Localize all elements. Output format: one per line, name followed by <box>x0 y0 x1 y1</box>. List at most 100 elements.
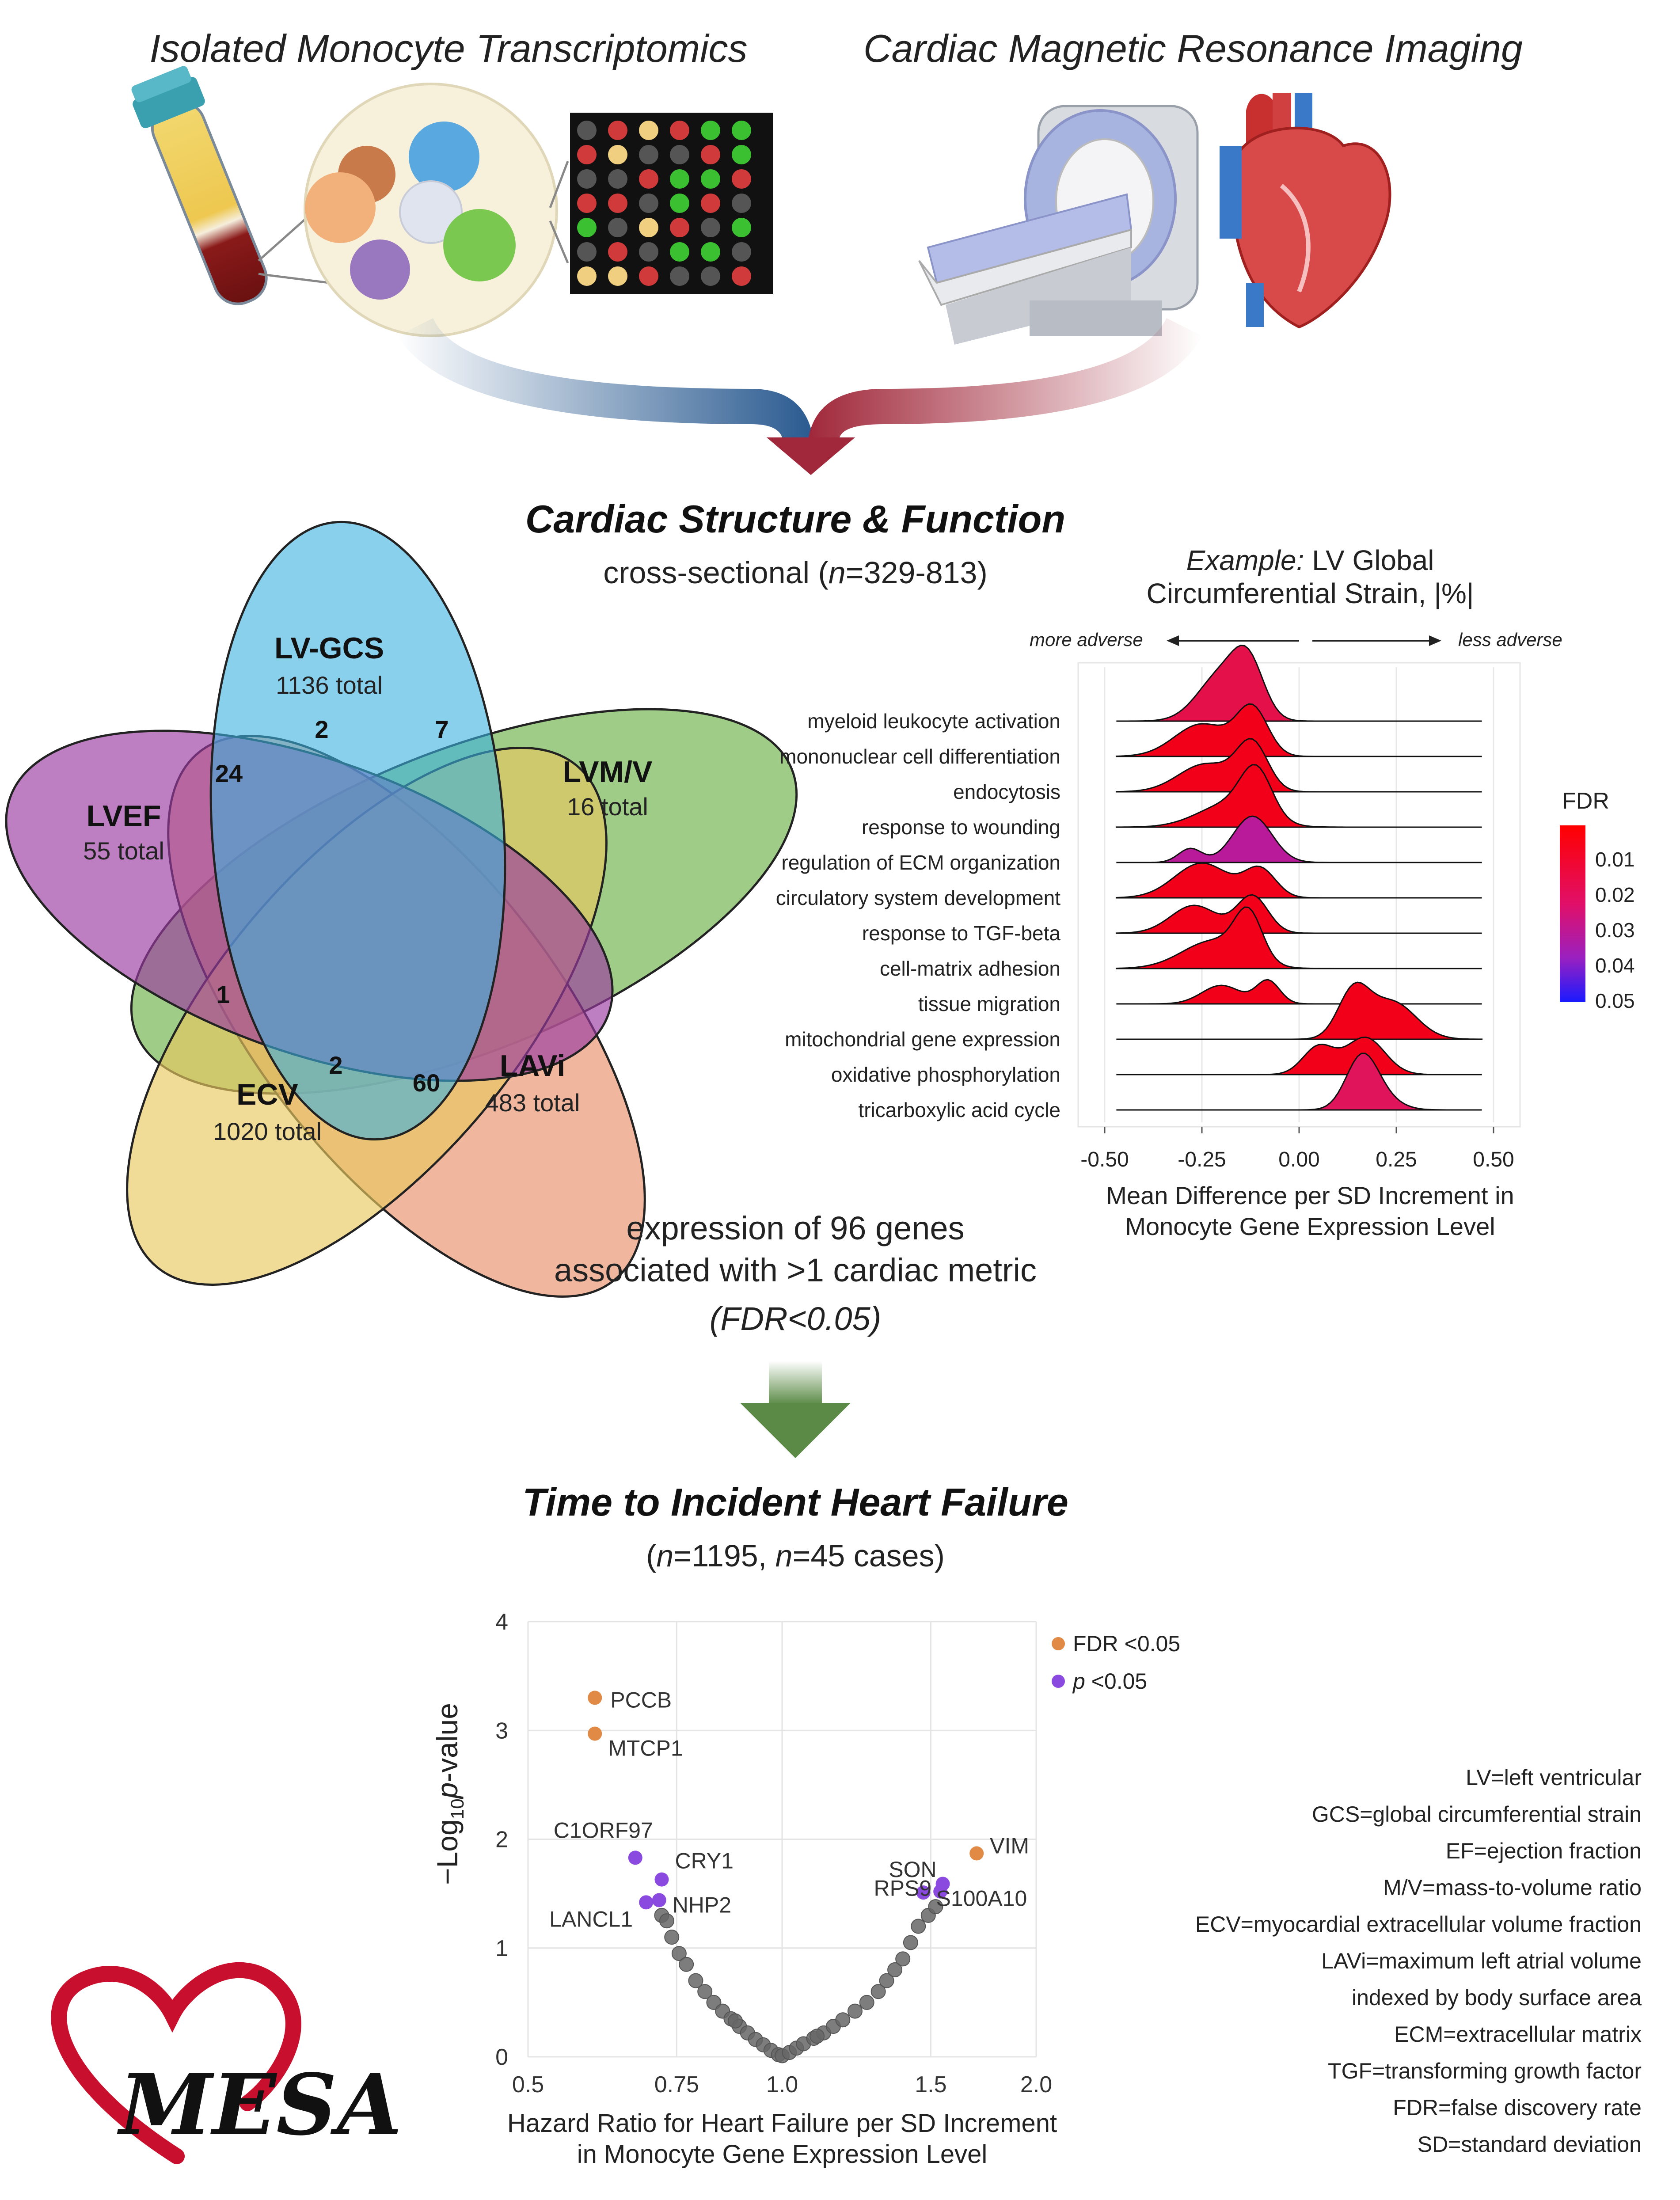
gene-label: PCCB <box>610 1687 672 1712</box>
gene-label: VIM <box>990 1834 1029 1858</box>
ridge-xtick: 0.50 <box>1473 1148 1514 1171</box>
venn-total-ecv: 1020 total <box>213 1117 322 1145</box>
ridge-row-label: mononuclear cell differentiation <box>779 745 1060 768</box>
array-spot <box>732 194 751 213</box>
volcano-point <box>654 1872 669 1887</box>
right-arrowhead-icon <box>1429 635 1441 646</box>
middle-text-line2: associated with >1 cardiac metric <box>554 1252 1037 1288</box>
gene-label: MTCP1 <box>608 1736 683 1761</box>
section2-title: Time to Incident Heart Failure <box>522 1480 1068 1524</box>
volcano-xtick: 1.5 <box>915 2072 946 2097</box>
ridge-density <box>1116 981 1483 1040</box>
venn-total-lv-gcs: 1136 total <box>276 671 383 699</box>
gene-label: C1ORF97 <box>554 1818 653 1843</box>
array-spot <box>577 194 597 213</box>
ridge-density <box>1115 738 1482 793</box>
array-spot <box>670 145 689 164</box>
abbreviation-item: M/V=mass-to-volume ratio <box>1383 1875 1642 1900</box>
abbreviation-item: FDR=false discovery rate <box>1393 2095 1642 2120</box>
volcano-point <box>810 2029 825 2044</box>
fdr-legend-tick: 0.05 <box>1595 989 1635 1012</box>
abbreviation-item: SD=standard deviation <box>1418 2132 1642 2157</box>
fdr-legend-tick: 0.03 <box>1595 919 1635 942</box>
volcano-xtick: 0.5 <box>512 2072 544 2097</box>
ridge-example-title-2: Circumferential Strain, |%| <box>1146 578 1474 609</box>
ridge-plot: Example: LV Global Circumferential Strai… <box>776 544 1635 1240</box>
volcano-point <box>628 1850 642 1865</box>
volcano-point <box>679 1957 694 1972</box>
array-spot <box>608 121 627 140</box>
ridge-example-title: Example: LV Global <box>1186 544 1434 576</box>
section2-subtitle: (n=1195, n=45 cases) <box>646 1539 945 1573</box>
volcano-point <box>935 1877 950 1891</box>
volcano-point <box>911 1919 926 1934</box>
fdr-legend-title: FDR <box>1562 788 1609 814</box>
ridge-row-label: mitochondrial gene expression <box>785 1028 1060 1051</box>
middle-text-line3: (FDR<0.05) <box>710 1300 882 1337</box>
abbreviation-item: GCS=global circumferential strain <box>1312 1802 1642 1827</box>
volcano-point <box>588 1691 602 1705</box>
volcano-ytick: 1 <box>495 1936 508 1961</box>
ridge-row-label: response to wounding <box>862 816 1060 839</box>
ridge-xlabel: Mean Difference per SD Increment in <box>1106 1182 1514 1209</box>
venn-label-lvef: LVEF <box>87 799 161 833</box>
mesa-logo-text: MESA <box>117 2056 402 2154</box>
venn-count: 24 <box>215 760 243 787</box>
abbreviation-item: TGF=transforming growth factor <box>1328 2059 1642 2083</box>
volcano-point <box>870 1984 886 1999</box>
ridge-density <box>1116 1053 1482 1111</box>
ridge-density <box>1116 1036 1482 1075</box>
ridge-density <box>1116 815 1482 863</box>
volcano-point <box>969 1846 984 1861</box>
volcano-point <box>928 1899 943 1915</box>
volcano-point <box>835 2012 851 2028</box>
ridge-density <box>1115 703 1482 757</box>
array-spot <box>732 169 751 189</box>
array-spot <box>670 194 689 213</box>
array-spot <box>732 266 751 286</box>
microarray-icon <box>570 113 773 294</box>
array-spot <box>670 121 689 140</box>
ridge-row-label: response to TGF-beta <box>862 922 1061 945</box>
ridge-xtick: 0.00 <box>1278 1148 1319 1171</box>
gene-label: CRY1 <box>675 1849 733 1873</box>
middle-text-line1: expression of 96 genes <box>626 1210 964 1246</box>
volcano-point <box>588 1726 602 1741</box>
abbreviation-item: EF=ejection fraction <box>1446 1839 1642 1863</box>
abbreviation-item: LV=left ventricular <box>1466 1765 1642 1790</box>
ridge-xtick: -0.25 <box>1178 1148 1226 1171</box>
more-adverse-label: more adverse <box>1030 629 1143 650</box>
venn-count: 2 <box>315 715 328 743</box>
array-spot <box>701 169 720 189</box>
green-arrow-shaft-icon <box>769 1361 822 1405</box>
volcano-point <box>859 1995 874 2010</box>
fdr-colorbar <box>1560 825 1585 1002</box>
volcano-point <box>697 1984 713 1999</box>
array-spot <box>670 242 689 262</box>
gene-label: SON <box>889 1857 936 1882</box>
array-spot <box>639 242 658 262</box>
venn-diagram: LV-GCS 1136 total LVM/V 16 total LVEF 55… <box>5 521 798 1298</box>
array-spot <box>701 194 720 213</box>
volcano-point <box>664 1930 680 1945</box>
venn-count: 60 <box>413 1069 440 1097</box>
abbreviation-item: indexed by body surface area <box>1352 1985 1642 2010</box>
monocyte-cells-icon <box>258 83 569 337</box>
volcano-ylabel: −Log10p-value <box>431 1703 468 1885</box>
venn-total-lvm-v: 16 total <box>567 793 648 821</box>
volcano-point <box>659 1913 674 1929</box>
mri-scanner-icon <box>918 105 1199 345</box>
less-adverse-label: less adverse <box>1458 629 1562 650</box>
ridge-row-label: endocytosis <box>953 780 1060 803</box>
legend-marker-fdr <box>1052 1637 1065 1650</box>
venn-label-lavi: LAVi <box>500 1049 566 1083</box>
array-spot <box>577 145 597 164</box>
venn-count: 7 <box>435 715 449 743</box>
ridge-density <box>1115 862 1482 899</box>
red-arrow-icon <box>809 318 1202 437</box>
ridge-xlabel-2: Monocyte Gene Expression Level <box>1125 1212 1495 1240</box>
heart-icon <box>1220 93 1391 329</box>
array-spot <box>670 218 689 237</box>
volcano-ytick: 2 <box>495 1827 508 1853</box>
